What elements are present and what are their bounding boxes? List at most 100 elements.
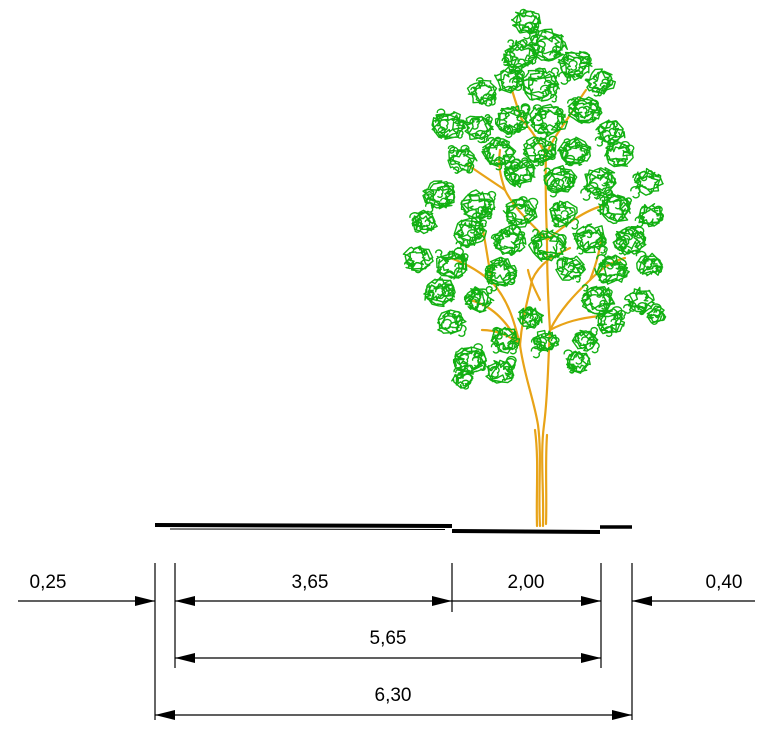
foliage-curl xyxy=(477,206,485,215)
foliage-curl xyxy=(537,157,545,166)
foliage-cluster xyxy=(596,308,626,335)
foliage-curl xyxy=(521,157,529,166)
foliage-curl xyxy=(588,181,599,194)
foliage-curl xyxy=(504,271,517,286)
foliage-curl xyxy=(610,318,618,327)
foliage-cluster xyxy=(490,326,521,354)
foliage-curl xyxy=(466,229,478,242)
foliage-cluster xyxy=(485,359,515,384)
foliage-curl xyxy=(564,176,575,189)
foliage-curl xyxy=(563,349,573,361)
foliage-curl xyxy=(507,340,514,349)
foliage-cluster xyxy=(484,256,518,287)
foliage-curl xyxy=(509,77,519,90)
foliage-curl xyxy=(656,212,665,222)
foliage-curl xyxy=(619,269,627,278)
foliage-curl xyxy=(581,284,589,292)
foliage-curl xyxy=(581,336,590,346)
foliage-curl xyxy=(557,257,567,269)
foliage-cluster xyxy=(453,216,488,247)
foliage-curl xyxy=(435,188,444,199)
foliage-curl xyxy=(454,262,464,273)
foliage-curl xyxy=(635,250,647,264)
foliage-curl xyxy=(500,140,508,149)
foliage-curl xyxy=(424,219,431,227)
foliage-curl xyxy=(610,177,616,184)
foliage-cluster xyxy=(503,39,538,70)
foliage-curl xyxy=(647,170,654,178)
foliage-curl xyxy=(512,76,519,83)
foliage-curl xyxy=(449,146,459,158)
foliage-curl xyxy=(560,210,569,220)
foliage-curl xyxy=(599,196,609,207)
foliage-curl xyxy=(502,159,513,171)
foliage-curl xyxy=(447,145,456,154)
foliage-curl xyxy=(620,140,631,153)
foliage-curl xyxy=(514,67,521,75)
foliage-cluster xyxy=(557,50,593,81)
foliage-curl xyxy=(600,129,612,143)
foliage-cluster xyxy=(597,192,632,225)
foliage-curl xyxy=(591,86,601,97)
foliage-curl xyxy=(426,193,433,200)
foliage-curl xyxy=(440,197,448,207)
foliage-curl xyxy=(513,123,523,133)
ground-line xyxy=(154,523,632,534)
foliage-curl xyxy=(649,314,659,325)
foliage-curl xyxy=(604,258,615,270)
foliage-curl xyxy=(520,26,532,40)
foliage-curl xyxy=(547,185,558,198)
foliage-curl xyxy=(598,236,607,246)
tree-icon xyxy=(402,8,667,528)
foliage-curl xyxy=(464,162,475,174)
tree-foliage xyxy=(402,8,667,390)
dim-label-overall-total: 6,30 xyxy=(375,685,412,706)
foliage-curl xyxy=(582,292,590,301)
foliage-curl xyxy=(467,364,474,372)
foliage-curl xyxy=(480,219,487,228)
foliage-cluster xyxy=(437,309,467,335)
foliage-cluster xyxy=(572,223,607,254)
foliage-curl xyxy=(505,211,517,225)
foliage-curl xyxy=(502,125,514,139)
foliage-curl xyxy=(559,149,569,160)
foliage-cluster xyxy=(492,224,527,255)
foliage-curl xyxy=(508,232,519,244)
foliage-cluster xyxy=(494,66,525,94)
foliage-curl xyxy=(619,239,628,250)
foliage-curl xyxy=(611,306,623,320)
foliage-curl xyxy=(529,313,541,327)
foliage-curl xyxy=(427,290,435,300)
foliage-cluster xyxy=(571,329,599,352)
foliage-curl xyxy=(579,155,586,162)
foliage-curl xyxy=(463,294,474,305)
foliage-curl xyxy=(487,190,497,202)
foliage-curl xyxy=(550,93,558,103)
foliage-curl xyxy=(608,127,617,137)
foliage-cluster xyxy=(431,111,467,140)
foliage-curl xyxy=(537,149,546,159)
foliage-cluster xyxy=(529,103,569,138)
dim-label-left-offset: 0,25 xyxy=(30,572,67,593)
foliage-curl xyxy=(519,311,528,320)
foliage-curl xyxy=(404,261,411,269)
foliage-curl xyxy=(493,327,504,340)
foliage-curl xyxy=(598,245,608,256)
foliage-cluster xyxy=(549,200,578,228)
foliage-curl xyxy=(571,97,579,106)
foliage-curl xyxy=(526,207,534,216)
foliage-curl xyxy=(651,265,659,274)
dim-label-right-offset: 0,40 xyxy=(706,572,743,593)
foliage-curl xyxy=(435,249,443,258)
foliage-curl xyxy=(539,84,551,97)
foliage-cluster xyxy=(604,141,634,168)
foliage-curl xyxy=(483,150,491,160)
foliage-curl xyxy=(653,205,663,216)
foliage-curl xyxy=(630,185,641,199)
foliage-curl xyxy=(485,116,493,125)
foliage-curl xyxy=(632,173,642,184)
foliage-curl xyxy=(476,77,484,87)
foliage-curl xyxy=(599,82,608,92)
foliage-curl xyxy=(582,55,592,68)
foliage-curl xyxy=(598,273,608,284)
